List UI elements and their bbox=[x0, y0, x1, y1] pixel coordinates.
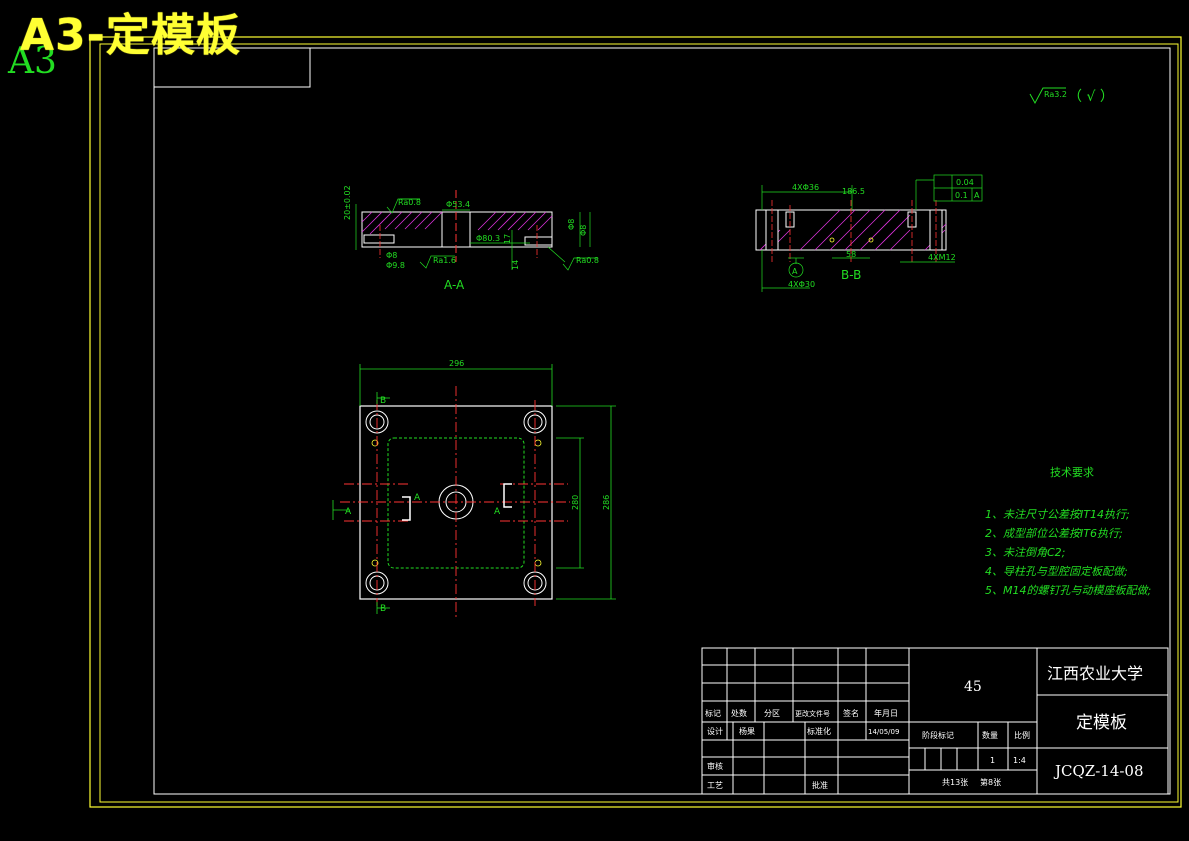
cut-a-left: A bbox=[345, 507, 352, 517]
dim-top-holes: 4XΦ36 bbox=[792, 183, 819, 192]
dim-datum: A bbox=[974, 191, 980, 200]
dim-depth-left: Φ9.8 bbox=[386, 261, 405, 270]
dim-tol-parallel: 0.1 bbox=[955, 191, 968, 200]
tech-requirements: 技术要求 1、未注尺寸公差按IT14执行; 2、成型部位公差按IT6执行; 3、… bbox=[985, 466, 1151, 597]
tb-sheet-no: 第8张 bbox=[980, 777, 1001, 787]
tech-req-item: 4、导柱孔与型腔固定板配做; bbox=[985, 565, 1128, 578]
section-aa-label: A-A bbox=[444, 278, 465, 292]
outer-frame bbox=[89, 36, 1182, 808]
tb-approve: 批准 bbox=[812, 780, 828, 790]
dim-thickness: 20±0.02 bbox=[343, 185, 352, 220]
title-block-text: 标记 处数 分区 更改文件号 签名 年月日 设计 杨果 标准化 14/05/09… bbox=[705, 664, 1144, 790]
tb-sheets-total: 共13张 bbox=[942, 778, 968, 787]
roughness-rest: （ √ ） bbox=[1068, 89, 1114, 105]
dim-ra-left: Ra1.6 bbox=[433, 256, 456, 265]
dim-center: Φ80.3 bbox=[476, 234, 500, 243]
tech-req-item: 3、未注倒角C2; bbox=[985, 546, 1065, 559]
tb-header-sign: 签名 bbox=[843, 708, 859, 718]
tb-university: 江西农业大学 bbox=[1047, 664, 1143, 683]
tb-qty: 1 bbox=[990, 756, 995, 765]
dim-span: 186.5 bbox=[842, 187, 865, 196]
tb-header-date: 年月日 bbox=[874, 708, 898, 718]
cut-a-inner-left: A bbox=[414, 493, 421, 503]
dim-hole-left: Φ8 bbox=[386, 251, 397, 260]
section-bb-view: 4XΦ36 186.5 0.04 0.1 A 58 4XΦ30 4XM12 A … bbox=[755, 174, 983, 292]
tb-header-change-doc: 更改文件号 bbox=[795, 709, 830, 718]
dim-bottom-holes: 4XΦ30 bbox=[788, 280, 815, 289]
dim-spacing: 58 bbox=[846, 250, 856, 259]
code-box bbox=[154, 48, 311, 88]
tech-req-item: 5、M14的螺钉孔与动模座板配做; bbox=[985, 584, 1151, 597]
dim-bore: Φ53.4 bbox=[446, 200, 470, 209]
tb-header-count: 处数 bbox=[731, 708, 747, 718]
surface-roughness-mark: Ra3.2 （ √ ） bbox=[1029, 87, 1114, 105]
dim-tol-flatness: 0.04 bbox=[956, 178, 974, 187]
dim-ra-top: Ra0.8 bbox=[398, 198, 421, 207]
middle-frame bbox=[99, 43, 1179, 803]
tb-part-name: 定模板 bbox=[1076, 713, 1127, 733]
dim-plan-height: 286 bbox=[602, 495, 611, 510]
tb-process: 工艺 bbox=[707, 781, 723, 790]
sheet-size-mark: A3 bbox=[8, 41, 57, 82]
dim-right-small: Φ8 bbox=[567, 219, 576, 230]
dim-plan-width: 296 bbox=[449, 359, 464, 368]
sheet-title: A3-定模板 bbox=[20, 10, 241, 61]
cut-a-inner-right: A bbox=[494, 507, 501, 517]
datum-circle-label: A bbox=[792, 267, 798, 276]
tb-scale-label: 比例 bbox=[1014, 730, 1030, 740]
dim-bottom: 14 bbox=[511, 260, 520, 270]
tb-header-zone: 分区 bbox=[764, 709, 780, 718]
dim-right-h: Φ8 bbox=[579, 225, 588, 236]
tb-designer: 杨果 bbox=[739, 726, 755, 736]
tb-design-date: 14/05/09 bbox=[868, 728, 899, 736]
dim-thread: 4XM12 bbox=[928, 253, 956, 262]
tb-standardize: 标准化 bbox=[807, 726, 831, 736]
tb-scale: 1:4 bbox=[1013, 756, 1026, 765]
roughness-value: Ra3.2 bbox=[1044, 90, 1067, 99]
tech-req-item: 2、成型部位公差按IT6执行; bbox=[985, 527, 1123, 540]
section-aa-view: 20±0.02 Ra0.8 Φ53.4 Φ8 Φ9.8 Ra1.6 Φ80.3 … bbox=[343, 185, 599, 292]
dim-ra-right: Ra0.8 bbox=[576, 256, 599, 265]
tb-stage-label: 阶段标记 bbox=[922, 730, 954, 740]
tech-req-item: 1、未注尺寸公差按IT14执行; bbox=[985, 508, 1130, 521]
tb-header-mark: 标记 bbox=[705, 708, 721, 718]
title-block bbox=[701, 647, 1169, 795]
plan-view: A A A B B 296 286 280 bbox=[332, 359, 616, 618]
dim-plan-inner: 280 bbox=[571, 495, 580, 510]
tb-review: 审核 bbox=[707, 761, 723, 771]
tech-req-title: 技术要求 bbox=[1050, 466, 1094, 479]
dim-step: 17 bbox=[503, 234, 512, 244]
cut-b-bottom: B bbox=[380, 604, 386, 614]
cut-b-top: B bbox=[380, 396, 386, 406]
tb-design-label: 设计 bbox=[707, 726, 723, 736]
section-bb-label: B-B bbox=[841, 268, 861, 282]
inner-frame bbox=[153, 47, 1171, 795]
tb-qty-label: 数量 bbox=[982, 730, 998, 740]
tb-drawing-no: JCQZ-14-08 bbox=[1053, 762, 1144, 780]
tb-material: 45 bbox=[964, 679, 982, 695]
